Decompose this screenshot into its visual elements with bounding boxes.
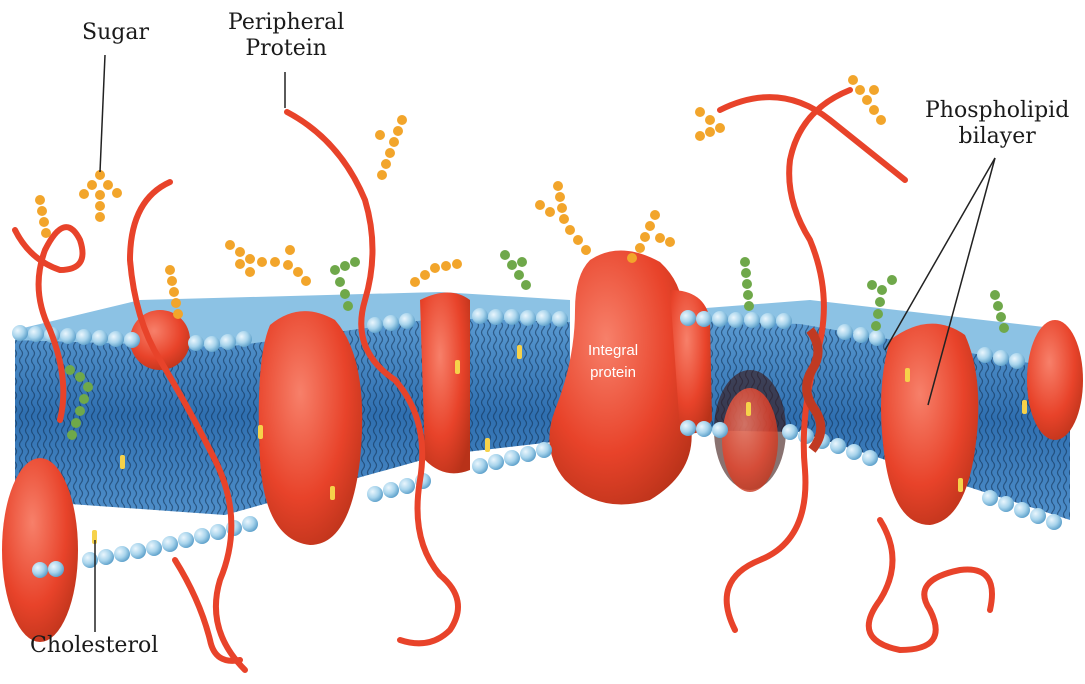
sugar-label: Sugar: [82, 20, 149, 46]
protein-right-edge: [1027, 320, 1083, 440]
integral-protein-label: Integral protein: [588, 340, 638, 384]
sugar-leader: [100, 55, 105, 172]
protein-left-edge: [2, 458, 78, 642]
sugar-chain-icon: [79, 170, 122, 222]
integral-label-line1: Integral: [588, 340, 638, 362]
phospholipid-bilayer-label: Phospholipid bilayer: [925, 98, 1069, 150]
peripheral-label-line2: Protein: [228, 36, 344, 62]
integral-label-line2: protein: [588, 362, 638, 384]
phospholipid-label-line2: bilayer: [925, 124, 1069, 150]
cholesterol-label: Cholesterol: [30, 633, 158, 659]
protein-right: [881, 324, 978, 525]
phospholipid-label-line1: Phospholipid: [925, 98, 1069, 124]
phospholipid-head-icon: [12, 325, 28, 341]
peripheral-label-line1: Peripheral: [228, 10, 344, 36]
protein-mid: [420, 293, 470, 474]
peripheral-protein-label: Peripheral Protein: [228, 10, 344, 62]
protein-center-left: [259, 311, 362, 545]
